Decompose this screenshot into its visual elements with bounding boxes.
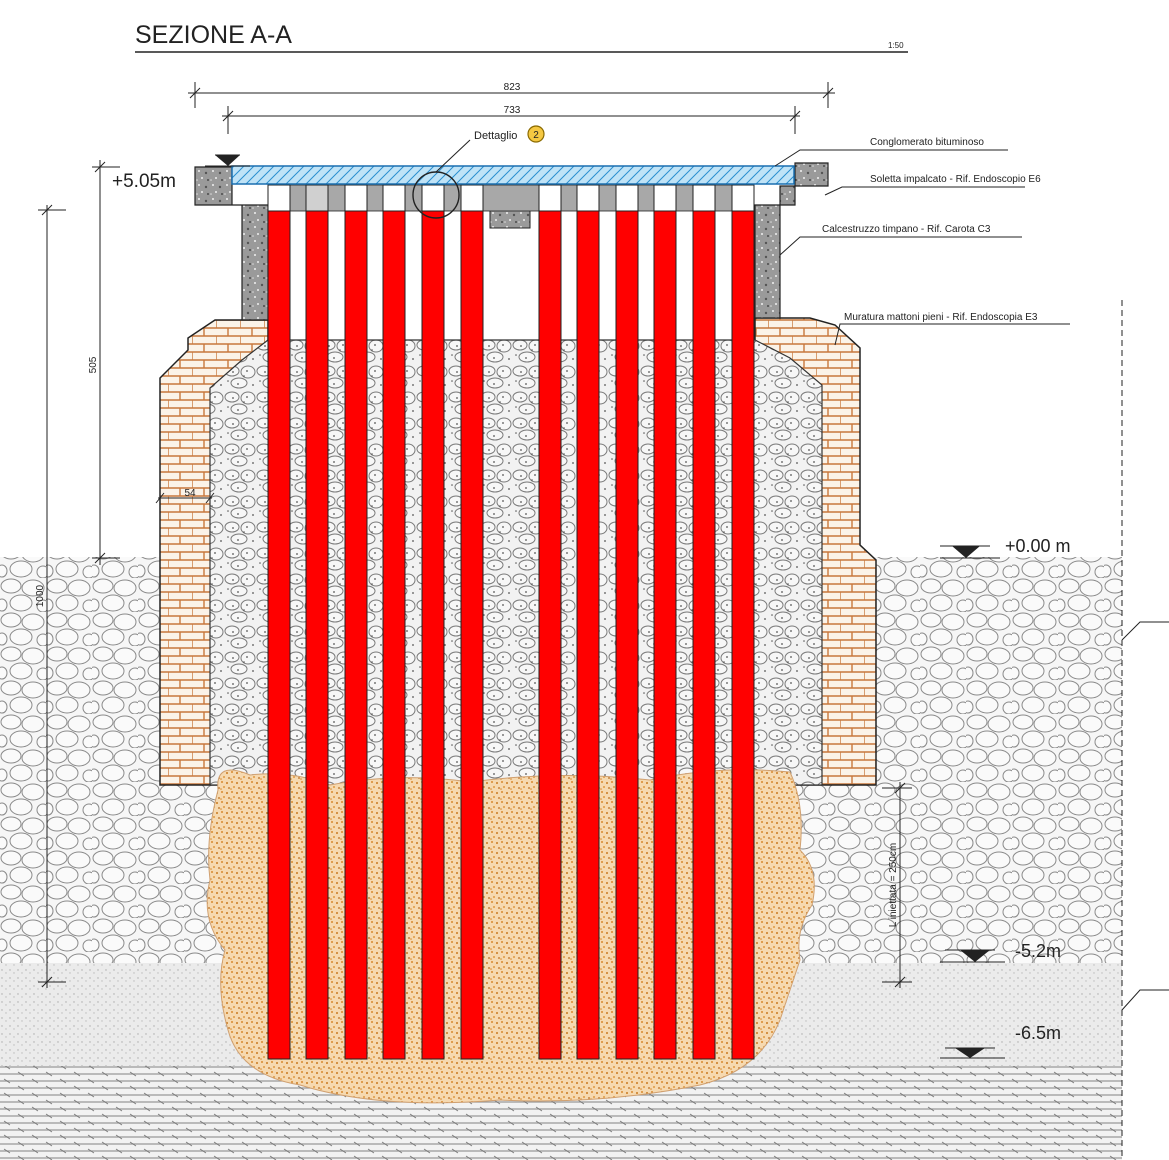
detail-number-badge <box>527 125 545 143</box>
dimension-upper-height-label: 505 <box>88 356 99 373</box>
level-marker-ground <box>940 545 1000 559</box>
dimension-wall-thickness <box>155 492 215 504</box>
injected-soil-zone <box>206 769 815 1104</box>
dimension-total-height <box>38 204 66 988</box>
micropile-8 <box>576 210 600 1060</box>
slab-void-3 <box>344 184 368 212</box>
concrete-left <box>194 166 269 321</box>
level-marker-1 <box>940 949 1005 963</box>
slab-rib-7 <box>560 184 578 212</box>
slab-rib-9 <box>637 184 655 212</box>
concrete-right <box>754 162 829 319</box>
micropile-4 <box>382 210 406 1060</box>
micropile-7 <box>538 210 562 1060</box>
micropile-9 <box>615 210 639 1060</box>
slab-rib-10 <box>675 184 694 212</box>
callout-leaders <box>774 149 1169 1160</box>
dimension-inner <box>222 106 801 134</box>
level-2-label: -6.5m <box>1015 1023 1061 1043</box>
level-ground-label: +0.00 m <box>1005 536 1071 556</box>
dimension-overall <box>188 82 835 108</box>
slab-void-1 <box>267 184 291 212</box>
slab-rib-6 <box>482 184 540 212</box>
slab-void-5 <box>421 184 445 212</box>
slab-void-7 <box>538 184 562 212</box>
micropile-3 <box>344 210 368 1060</box>
scale-label: 1:50 <box>888 41 904 50</box>
dimension-overall-label: 823 <box>504 82 521 93</box>
slab-void-6 <box>460 184 484 212</box>
dimension-inner-label: 733 <box>504 105 521 116</box>
callout-masonry: Muratura mattoni pieni - Rif. Endoscopia… <box>844 312 1038 323</box>
level-1-label: -5.2m <box>1015 941 1061 961</box>
micropile-5 <box>421 210 445 1060</box>
detail-leader <box>435 139 471 173</box>
dimension-injected-length <box>882 782 912 988</box>
rubble-fill <box>209 339 823 786</box>
callout-concrete: Calcestruzzo timpano - Rif. Carota C3 <box>822 224 991 235</box>
dimension-upper-height <box>92 160 120 565</box>
level-marker-top <box>205 154 250 167</box>
dimension-total-height-label: 1000 <box>35 584 46 607</box>
asphalt-layer <box>231 165 795 185</box>
slab-void-4 <box>382 184 406 212</box>
level-marker-2 <box>940 1047 1005 1059</box>
slab-void-8 <box>576 184 600 212</box>
slab-rib-3 <box>366 184 384 212</box>
slab-rib-11 <box>714 184 733 212</box>
level-top-label: +5.05m <box>112 171 176 192</box>
micropile-11 <box>692 210 716 1060</box>
callout-asphalt: Conglomerato bituminoso <box>870 137 984 148</box>
micropile-1 <box>267 210 291 1060</box>
slab-void-11 <box>692 184 716 212</box>
detail-number: 2 <box>533 130 539 141</box>
detail-label: Dettaglio <box>474 130 517 142</box>
slab-rib-2 <box>327 184 346 212</box>
deck-slab <box>267 184 755 212</box>
slab-void-9 <box>615 184 639 212</box>
micropile-12 <box>731 210 755 1060</box>
callout-slab: Soletta impalcato - Rif. Endoscopio E6 <box>870 174 1041 185</box>
micropile-6 <box>460 210 484 1060</box>
micropile-2 <box>305 210 329 1060</box>
slab-rib-1 <box>289 184 307 212</box>
slab-void-10 <box>653 184 677 212</box>
slab-rib-8 <box>598 184 617 212</box>
dimension-wall-thickness-label: 54 <box>184 488 196 499</box>
dimension-injected-length-label: L iniettata = 250cm <box>888 843 899 927</box>
slab-void-12 <box>731 184 755 212</box>
micropiles <box>267 210 755 1060</box>
page-title: SEZIONE A-A <box>135 21 292 49</box>
micropile-10 <box>653 210 677 1060</box>
slab-void-2 <box>305 184 329 212</box>
